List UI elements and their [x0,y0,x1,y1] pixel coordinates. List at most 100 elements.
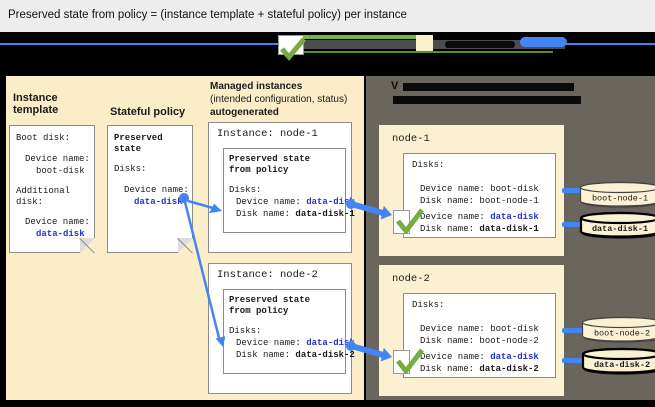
redacted-text-bar [403,83,574,91]
disks-label: Disks: [412,300,445,310]
preserved-state-heading: Preserved state [114,133,163,154]
boot-disk-row: Disk name: boot-node-2 [420,336,555,347]
device-name-label: Device name: [236,197,301,207]
device-name-row: Device name: data-disk [236,197,355,208]
disk-name-label: Disk name: [420,224,475,234]
data-disk-1-disk-icon: data-disk-1 [579,211,655,238]
check-icon [396,208,424,234]
timeline-gray-bar [303,40,565,49]
vm-disks-box: Disks: Device name: boot-disk Disk name:… [403,153,556,238]
data-disk-2-disk-icon: data-disk-2 [581,347,655,374]
additional-disk-heading: Additional disk: [16,186,71,207]
disk-name-row: Disk name: data-disk-2 [236,350,355,361]
timeline-blue-line-right [560,43,655,45]
disk-name-value: data-disk-2 [295,350,355,360]
disk-label: data-disk-1 [592,224,648,234]
timeline-cream-marker [416,35,433,53]
vm-card-node-1: node-1 Disks: Device name: boot-disk Dis… [379,125,564,256]
preserved-state-line: Preserved state [229,154,311,164]
data-disk-row: Disk name: data-disk-2 [420,364,555,375]
disk-connector [562,328,586,333]
autogenerated-label: autogenerated [210,107,279,118]
timeline-blue-pill [520,37,567,47]
boot-node-1-disk-icon: boot-node-1 [579,181,655,207]
timeline-blue-line-left [0,43,278,45]
stateful-policy-label: Stateful policy [110,106,186,118]
instance-box-node-2: Instance: node-2 Preserved state from po… [208,263,355,394]
boot-disk-heading: Boot disk: [16,133,71,143]
data-device-row: Device name: data-disk [420,212,555,223]
device-name-value: data-disk [306,338,355,348]
title-strip [0,0,655,32]
boot-disk-value: boot-disk [36,166,85,176]
zone-panel-header-text: V [391,80,399,92]
disk-name-value: boot-node-2 [479,336,539,346]
device-name-label: Device name: [420,212,485,222]
device-name-value: boot-disk [490,184,539,194]
data-disk-value: data-disk [134,197,183,207]
disk-name-value: data-disk-2 [479,364,539,374]
disk-name-label: Disk name: [236,350,291,360]
instance-title: Instance: node-2 [217,269,318,281]
disks-label: Disks: [229,185,262,195]
redacted-text-bar [393,96,581,104]
managed-instances-subtitle: (intended configuration, status) [210,94,348,105]
disk-name-value: data-disk-1 [479,224,539,234]
preserved-state-line: Preserved state [229,295,311,305]
device-name-label: Device name: [124,185,189,195]
folded-corner-icon [80,238,95,253]
data-disk-value: data-disk [36,229,85,239]
boot-device-row: Device name: boot-disk [420,184,555,195]
stateful-policy-doc: Preserved state Disks: Device name: data… [107,125,193,253]
vm-title: node-2 [392,273,430,285]
disk-name-label: Disk name: [236,209,291,219]
device-name-row: Device name: data-disk [236,338,355,349]
instance-template-doc: Boot disk: Device name: boot-disk Additi… [9,125,95,253]
timeline-black-blob [445,41,515,48]
device-name-value: data-disk [306,197,355,207]
disks-label: Disks: [412,160,445,170]
vm-disks-box: Disks: Device name: boot-disk Disk name:… [403,293,556,378]
instance-template-label: Instance template [13,92,59,116]
device-name-value: data-disk [490,212,539,222]
device-name-label: Device name: [420,184,485,194]
managed-instances-heading: Managed instances (intended configuratio… [210,80,366,119]
instance-box-node-1: Instance: node-1 Preserved state from po… [208,122,355,253]
preserved-state-line: from policy [229,165,289,175]
disk-name-label: Disk name: [420,364,475,374]
timeline-green-underline [303,51,553,53]
device-name-label: Device name: [420,324,485,334]
timeline-green-bar [303,35,417,39]
disk-label: boot-node-1 [592,194,648,204]
boot-disk-row: Disk name: boot-node-1 [420,196,555,207]
disk-name-label: Disk name: [420,336,475,346]
disk-connector [562,188,586,193]
disk-label: data-disk-2 [594,360,650,370]
disks-label: Disks: [229,326,262,336]
preserved-state-line: from policy [229,306,289,316]
device-name-label: Device name: [25,154,90,164]
check-icon [280,37,306,61]
disks-label: Disks: [114,164,147,174]
data-device-row: Device name: data-disk [420,352,555,363]
device-name-label: Device name: [25,217,90,227]
disk-name-value: data-disk-1 [295,209,355,219]
preserved-state-box: Preserved state from policy Disks: Devic… [223,148,355,233]
data-disk-row: Disk name: data-disk-1 [420,224,555,235]
managed-instances-title: Managed instances [210,81,303,92]
diagram-title: Preserved state from policy = (instance … [8,9,407,21]
disk-name-value: boot-node-1 [479,196,539,206]
vm-title: node-1 [392,133,430,145]
device-name-label: Device name: [420,352,485,362]
boot-node-2-disk-icon: boot-node-2 [581,316,655,342]
folded-corner-icon [178,238,193,253]
device-name-value: data-disk [490,352,539,362]
check-icon [396,348,424,374]
preserved-state-box: Preserved state from policy Disks: Devic… [223,289,355,374]
disk-name-label: Disk name: [420,196,475,206]
disk-name-row: Disk name: data-disk-1 [236,209,355,220]
vm-card-node-2: node-2 Disks: Device name: boot-disk Dis… [379,265,564,396]
boot-device-row: Device name: boot-disk [420,324,555,335]
disk-connector [562,222,586,227]
